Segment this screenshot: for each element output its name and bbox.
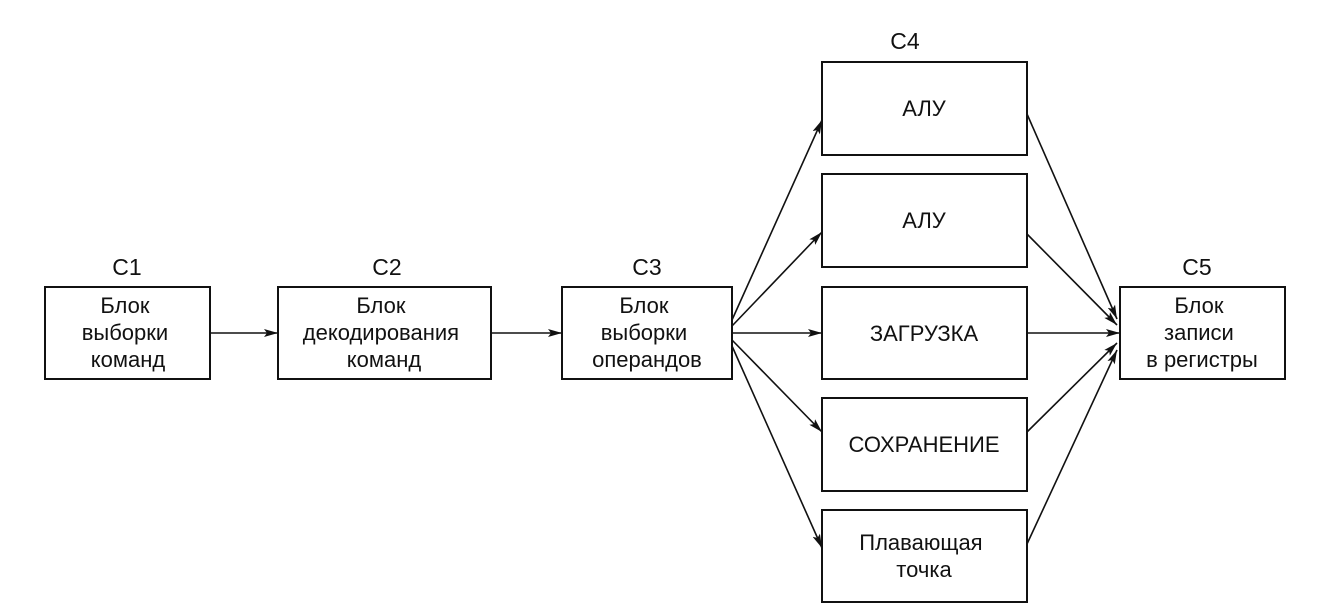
- block-load-box: [821, 286, 1028, 380]
- arrow-alu1-to-writeback: [1026, 113, 1118, 320]
- block-alu-2-label: АЛУ: [902, 208, 947, 233]
- block-operand-fetch-label: Блок выборки операндов: [592, 293, 702, 372]
- arrow-fpu-to-writeback: [1026, 349, 1118, 545]
- block-store-label: СОХРАНЕНИЕ: [848, 432, 999, 457]
- block-alu-1: АЛУ: [821, 61, 1028, 156]
- arrow-store-to-writeback: [1026, 342, 1118, 433]
- arrow-operand-to-store: [731, 339, 823, 433]
- block-register-writeback-box: [1119, 286, 1286, 380]
- stage-label-s5: С5: [1182, 254, 1211, 280]
- stage-label-s3: С3: [632, 254, 661, 280]
- stage-label-s4: С4: [890, 28, 920, 54]
- block-instruction-decode: Блок декодирования команд: [277, 286, 492, 380]
- block-instruction-fetch-label: Блок выборки команд: [82, 293, 175, 372]
- stage-label-s2: С2: [372, 254, 401, 280]
- block-store: СОХРАНЕНИЕ: [821, 397, 1028, 492]
- block-instruction-fetch-box: [44, 286, 211, 380]
- block-instruction-decode-label: Блок декодирования команд: [303, 293, 465, 372]
- block-floating-point-label: Плавающая точка: [859, 530, 988, 582]
- block-alu-1-label: АЛУ: [902, 96, 947, 121]
- arrow-alu2-to-writeback: [1026, 233, 1118, 326]
- block-operand-fetch-box: [561, 286, 733, 380]
- block-floating-point-box: [821, 509, 1028, 603]
- arrow-operand-to-alu2: [731, 231, 823, 327]
- block-alu-2-box: [821, 173, 1028, 268]
- block-load-label: ЗАГРУЗКА: [870, 321, 979, 346]
- block-operand-fetch: Блок выборки операндов: [561, 286, 733, 380]
- connector-arrows: [210, 113, 1120, 549]
- block-store-box: [821, 397, 1028, 492]
- block-instruction-fetch: Блок выборки команд: [44, 286, 211, 380]
- arrow-operand-to-alu1: [731, 119, 823, 321]
- block-register-writeback: Блок записи в регистры: [1119, 286, 1286, 380]
- arrow-operand-to-fpu: [731, 345, 823, 549]
- block-register-writeback-label: Блок записи в регистры: [1146, 293, 1258, 372]
- block-alu-1-box: [821, 61, 1028, 156]
- block-floating-point: Плавающая точка: [821, 509, 1028, 603]
- block-alu-2: АЛУ: [821, 173, 1028, 268]
- block-load: ЗАГРУЗКА: [821, 286, 1028, 380]
- stage-label-s1: С1: [112, 254, 141, 280]
- block-instruction-decode-box: [277, 286, 492, 380]
